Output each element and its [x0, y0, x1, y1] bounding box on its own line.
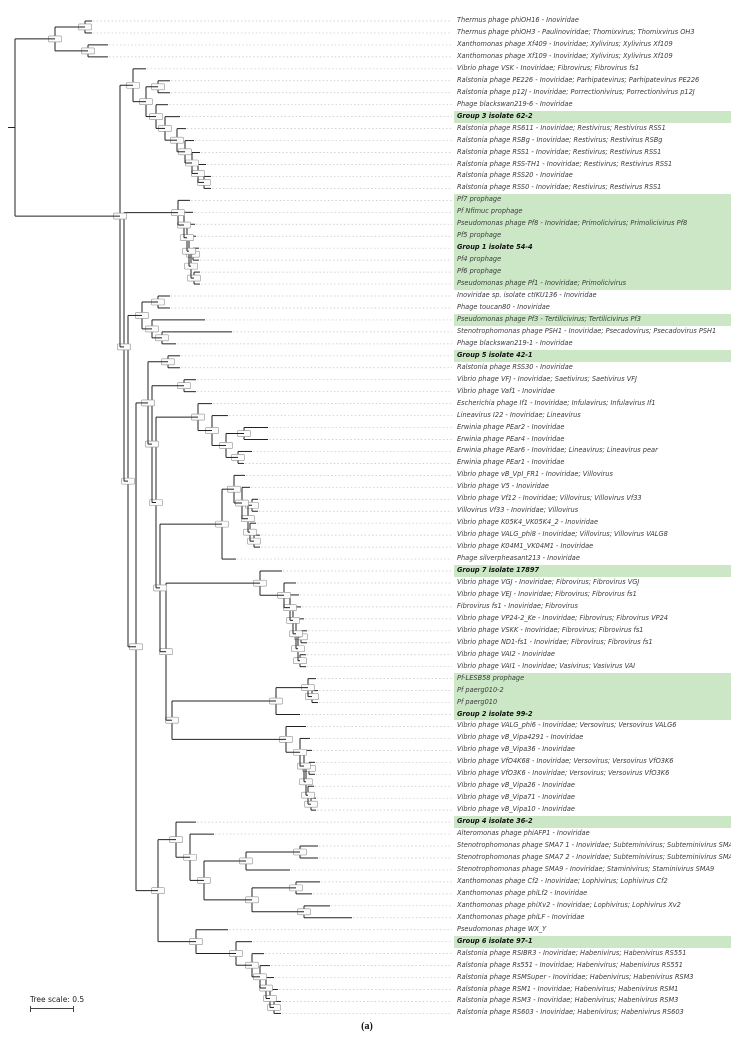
taxon-label: Vibrio phage vB_VpI_FR1 - Inoviridae; Vi… — [457, 470, 613, 479]
taxon-label: Ralstonia phage RSS-TH1 - Inoviridae; Re… — [457, 159, 673, 168]
taxon-label: Vibrio phage K05K4_VK05K4_2 - Inoviridae — [457, 518, 598, 527]
taxon-label: Erwinia phage PEar1 - Inoviridae — [457, 458, 565, 467]
taxon-label: Pseudomonas phage WX_Y — [457, 924, 547, 933]
taxon-label: Xanthomonas phage Cf2 - Inoviridae; Loph… — [457, 876, 668, 885]
panel-label: (a) — [361, 1021, 373, 1032]
group-isolate-label: Group 6 isolate 97-1 — [454, 935, 731, 948]
taxon-label: Pseudomonas phage Pf1 - Inoviridae; Prim… — [454, 278, 731, 291]
group-isolate-label: Group 7 isolate 17897 — [454, 565, 731, 577]
taxon-label: Stenotrophomonas phage SMA9 - Inoviridae… — [457, 864, 715, 873]
taxon-label: Ralstonia phage p12J - Inoviridae; Porre… — [457, 87, 695, 96]
taxon-label: Ralstonia phage RSBg - Inoviridae; Resti… — [457, 135, 663, 144]
taxon-label: Vibrio phage vB_Vipa36 - Inoviridae — [457, 745, 575, 754]
taxon-label: Vibrio phage VALG_phi8 - Inoviridae; Vil… — [457, 530, 668, 539]
taxon-label: Vibrio phage vB_Vipa26 - Inoviridae — [457, 781, 575, 790]
taxon-label: Phage blackswan219-6 - Inoviridae — [457, 99, 573, 108]
taxon-label: Vibrio phage vB_Vipa71 - Inoviridae — [457, 793, 575, 802]
taxon-label: Ralstonia phage RSS0 - Inoviridae; Resti… — [457, 183, 662, 192]
taxon-label: Vibrio phage vB_Vipa4291 - Inoviridae — [457, 733, 584, 742]
taxon-label: Lineavirus I22 - Inoviridae; Lineavirus — [457, 410, 581, 419]
taxon-label: Fibrovirus fs1 - Inoviridae; Fibrovirus — [457, 601, 578, 610]
taxon-label: Pseudomonas phage Pf3 - Tertilicivirus; … — [454, 313, 731, 326]
taxon-label: Vibrio phage VfO3K6 - Inoviridae; Versov… — [457, 769, 670, 778]
taxon-label: Ralstonia phage PE226 - Inoviridae; Parh… — [457, 75, 700, 84]
taxon-label: Ralstonia phage RSS30 - Inoviridae — [457, 362, 573, 371]
tree-scale-label: Tree scale: 0.5 — [30, 995, 85, 1004]
taxon-label: Xanthomonas phage Xf409 - Inoviridae; Xy… — [457, 39, 673, 48]
taxon-label: Escherichia phage If1 - Inoviridae; Infu… — [457, 398, 656, 407]
taxon-label: Phage toucan80 - Inoviridae — [457, 302, 550, 311]
taxon-label: Vibrio phage VfO4K68 - Inoviridae; Verso… — [457, 757, 674, 766]
taxon-label: Vibrio phage K04M1_VK04M1 - Inoviridae — [457, 542, 594, 551]
taxon-label: Erwinia phage PEar2 - Inoviridae — [457, 422, 565, 431]
taxon-label: Ralstonia phage RSS20 - Inoviridae — [457, 171, 573, 180]
taxon-label: Pf-LESB58 prophage — [454, 672, 731, 685]
taxon-label: Pf5 prophage — [454, 230, 731, 243]
taxon-label: Ralstonia phage RSM3 - Inoviridae; Haben… — [457, 996, 679, 1005]
taxon-label: Erwinia phage PEar6 - Inoviridae; Lineav… — [457, 446, 658, 455]
taxon-label: Xanthomonas phage Xf109 - Inoviridae; Xy… — [457, 51, 673, 60]
taxon-label: Vibrio phage VSK - Inoviridae; Fibroviru… — [457, 63, 640, 72]
taxon-label: Erwinia phage PEar4 - Inoviridae — [457, 434, 565, 443]
taxon-label: Ralstonia phage RSIBR3 - Inoviridae; Hab… — [457, 948, 687, 957]
group-isolate-label: Group 5 isolate 42-1 — [454, 349, 731, 362]
taxon-label: Vibrio phage VGJ - Inoviridae; Fibroviru… — [457, 578, 640, 586]
taxon-label: Villovirus Vf33 - Inoviridae; Villovirus — [457, 506, 579, 515]
taxon-label: Alteromonas phage phiAFP1 - Inoviridae — [457, 829, 590, 838]
tree-scale: Tree scale: 0.5 — [30, 995, 84, 1012]
taxon-label: Pf Nfimuc prophage — [454, 206, 731, 219]
taxon-label: Ralstonia phage RSMSuper - Inoviridae; H… — [457, 972, 694, 981]
taxon-label: Pf4 prophage — [454, 254, 731, 267]
taxon-label: Phage silverpheasant213 - Inoviridae — [457, 554, 580, 563]
taxon-label: Vibrio phage VP24-2_Ke - Inoviridae; Fib… — [457, 613, 668, 622]
taxon-label: Vibrio phage VAI2 - Inoviridae — [457, 649, 555, 658]
taxon-label: Vibrio phage VEJ - Inoviridae; Fibroviru… — [457, 589, 637, 598]
taxon-label: Pf paerg010 — [454, 696, 731, 709]
taxon-label: Ralstonia phage RSS1 - Inoviridae; Resti… — [457, 147, 662, 156]
taxon-label: Ralstonia phage RSM1 - Inoviridae; Haben… — [457, 984, 679, 993]
taxon-label: Stenotrophomonas phage PSH1 - Inoviridae… — [457, 326, 717, 335]
taxon-label: Ralstonia phage RS603 - Inoviridae; Habe… — [457, 1008, 684, 1017]
taxon-label: Vibrio phage VFJ - Inoviridae; Saetiviru… — [457, 374, 637, 383]
taxon-label: Vibrio phage VAI1 - Inoviridae; Vasiviru… — [457, 661, 636, 670]
taxon-label: Vibrio phage VSKK - Inoviridae; Fibrovir… — [457, 625, 644, 634]
group-isolate-label: Group 4 isolate 36-2 — [454, 816, 731, 829]
group-isolate-label: Group 3 isolate 62-2 — [454, 110, 731, 123]
taxon-label: Vibrio phage Vf12 - Inoviridae; Villovir… — [457, 494, 642, 503]
taxon-label: Xanthomonas phage phiXv2 - Inoviridae; L… — [457, 900, 681, 909]
taxon-label: Pf7 prophage — [454, 194, 731, 207]
taxon-label: Vibrio phage Vaf1 - Inoviridae — [457, 386, 555, 395]
taxon-label: Pf paerg010-2 — [454, 684, 731, 697]
taxon-label: Vibrio phage VALG_phi6 - Inoviridae; Ver… — [457, 721, 677, 730]
taxon-label: Ralstonia phage Rs551 - Inoviridae; Habe… — [457, 960, 683, 969]
taxon-label: Vibrio phage ND1-fs1 - Inoviridae; Fibro… — [457, 637, 653, 646]
group-isolate-label: Group 1 isolate 54-4 — [454, 242, 731, 255]
taxon-label: Stenotrophomonas phage SMA7 2 - Inovirid… — [457, 853, 731, 861]
tree-scale-bar — [30, 1006, 74, 1012]
taxon-label: Pseudomonas phage Pf8 - Inoviridae; Prim… — [454, 218, 731, 231]
taxon-label: Thermus phage phiOH16 - Inoviridae — [457, 16, 579, 25]
taxon-label: Stenotrophomonas phage SMA7 1 - Inovirid… — [457, 841, 731, 850]
taxon-label: Thermus phage phiOH3 - Paulinoviridae; T… — [457, 27, 695, 36]
taxon-label: Vibrio phage V5 - Inoviridae — [457, 482, 549, 491]
taxon-label: Xanthomonas phage phiLF - Inoviridae — [457, 912, 585, 921]
taxon-label: Phage blackswan219-1 - Inoviridae — [457, 338, 573, 347]
taxon-label: Ralstonia phage RS611 - Inoviridae; Rest… — [457, 123, 666, 132]
group-isolate-label: Group 2 isolate 99-2 — [454, 708, 731, 721]
taxon-label: Inoviridae sp. isolate ctIKU136 - Inovir… — [457, 291, 597, 300]
taxon-label: Xanthomonas phage phiLf2 - Inoviridae — [457, 888, 588, 897]
taxon-label: Pf6 prophage — [454, 266, 731, 279]
taxon-label: Vibrio phage vB_Vipa10 - Inoviridae — [457, 805, 575, 814]
